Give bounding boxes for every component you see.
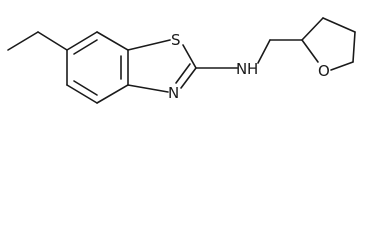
bond-c2-n3 — [180, 67, 197, 89]
bond-c7a-s — [127, 39, 171, 51]
bond-ethyl-ch2-ring — [37, 31, 68, 51]
ethyl-group — [7, 31, 68, 51]
amine-linker — [195, 39, 303, 69]
bond-o-c2-oxolane — [301, 39, 319, 63]
double-bond-c6-c7 — [73, 39, 98, 55]
benzene-ring — [66, 31, 129, 104]
bond-c3a-c4 — [96, 84, 129, 104]
oxygen-atom-label: O — [318, 62, 330, 80]
double-bond-c2-n3 — [175, 63, 191, 84]
bond-s-c2 — [182, 44, 197, 69]
bond-ethyl-ch3-ch2 — [7, 31, 39, 51]
double-bond-c4-c5 — [73, 80, 98, 96]
bond-n3-c3a — [127, 84, 169, 93]
bond-c2-c3-oxolane — [301, 17, 324, 41]
bond-c4-c5-oxolane — [352, 31, 356, 63]
bond-c3-c4-oxolane — [322, 17, 356, 33]
chemical-structure-diagram: S N H N O — [7, 17, 356, 104]
bond-c6-c7 — [66, 31, 98, 51]
bond-c7-c7a — [96, 31, 129, 51]
thiazole-ring — [127, 39, 197, 93]
amine-nitrogen-label: N — [236, 60, 247, 78]
sulfur-atom-label: S — [171, 31, 181, 49]
thiazole-nitrogen-label: N — [168, 84, 179, 102]
bond-nh-ch2 — [257, 39, 271, 64]
amine-hydrogen-label: H — [247, 60, 258, 78]
bond-c5-o-oxolane — [330, 61, 354, 71]
oxolane-ring — [301, 17, 356, 71]
bond-c4-c5 — [66, 84, 98, 104]
